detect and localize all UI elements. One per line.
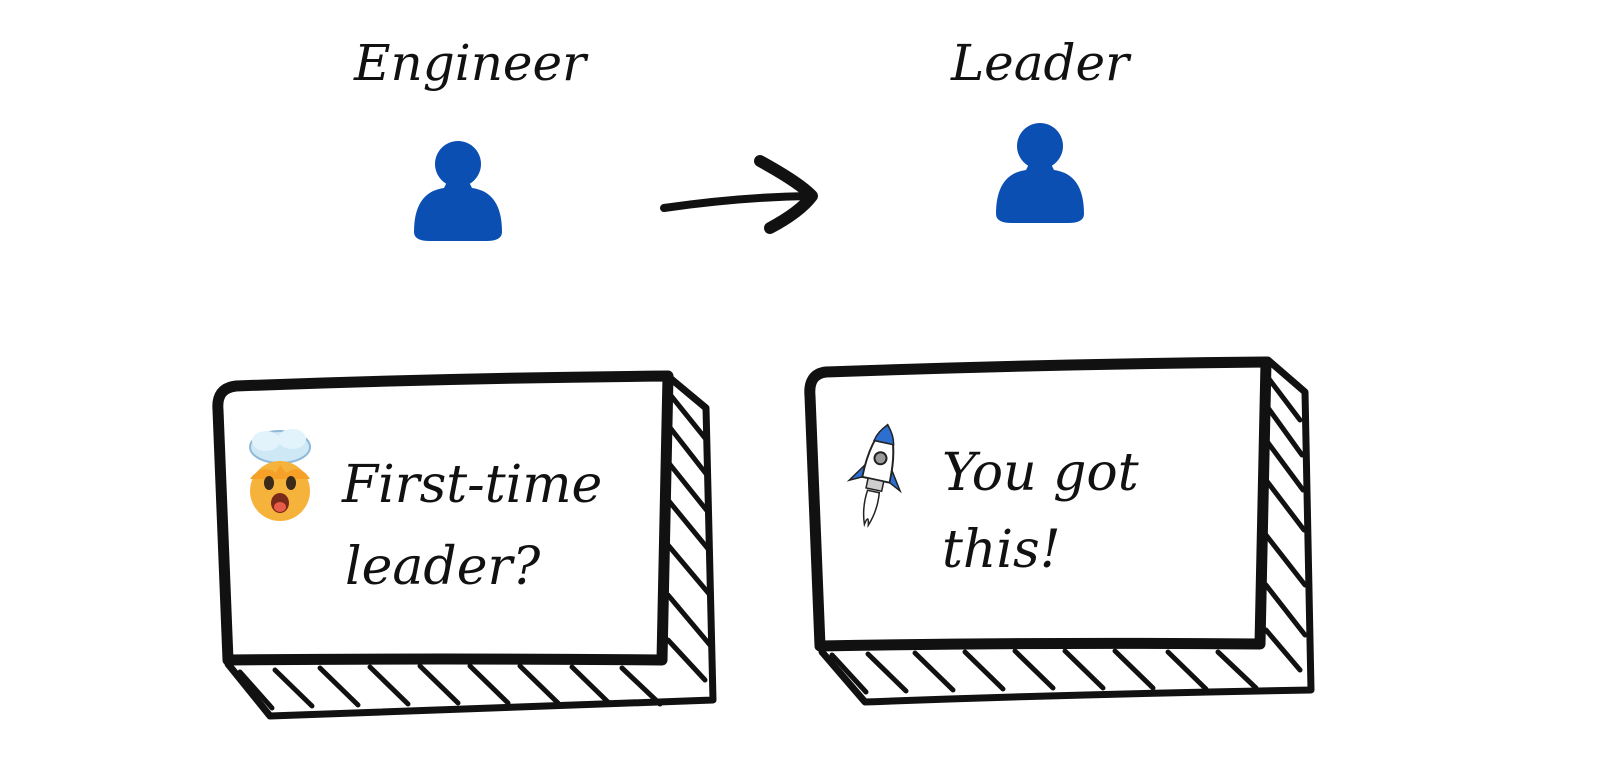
- engineer-person-icon: [414, 141, 502, 241]
- card-1-depth-outline: [224, 374, 717, 720]
- leader-person-icon: [996, 123, 1084, 223]
- card-1-line-2: leader?: [345, 537, 541, 597]
- card-first-time-leader: First-time leader?: [212, 370, 717, 720]
- card-2-front-face: [804, 356, 1272, 652]
- arrow-head: [754, 155, 818, 234]
- rocket-icon: [846, 423, 902, 528]
- transition-arrow: [660, 155, 818, 234]
- card-2-line-2: this!: [942, 520, 1061, 580]
- card-1-line-1: First-time: [341, 455, 602, 515]
- card-1-front-face: [212, 370, 674, 666]
- leader-title: Leader: [950, 34, 1132, 92]
- arrow-shaft: [660, 192, 814, 212]
- card-2-side-hatching: [1263, 372, 1308, 673]
- card-you-got-this: You got this!: [804, 356, 1315, 706]
- exploding-head-icon: [249, 429, 311, 521]
- card-2-depth-outline: [818, 356, 1315, 706]
- engineer-title: Engineer: [353, 34, 589, 92]
- card-1-side-hatching: [665, 389, 713, 683]
- card-2-line-1: You got: [942, 443, 1139, 503]
- card-1-bottom-hatching: [237, 663, 663, 711]
- card-2-bottom-hatching: [829, 648, 1259, 695]
